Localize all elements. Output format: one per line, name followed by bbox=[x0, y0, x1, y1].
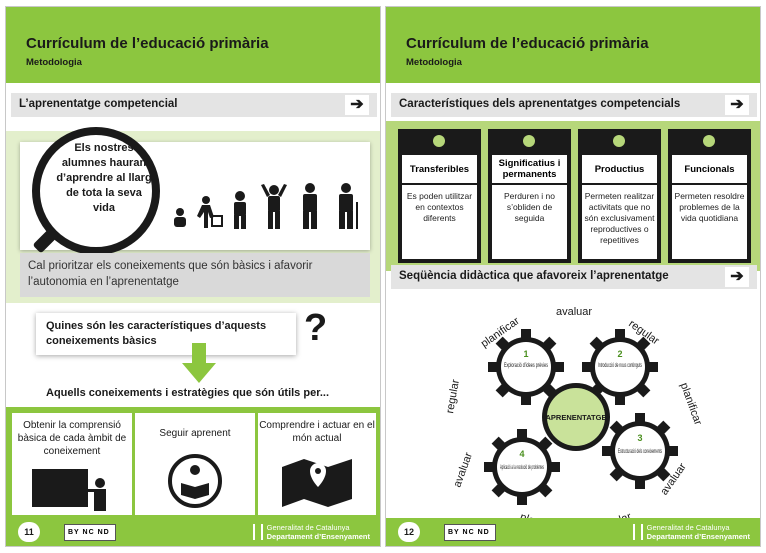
tag-productive: Productius Permeten realitzar activitats… bbox=[578, 129, 661, 263]
generalitat-emblem-icon bbox=[632, 524, 643, 540]
column-text: Comprendre i actuar en el món actual bbox=[259, 420, 375, 444]
page-number: 12 bbox=[398, 522, 420, 542]
life-stages-icon bbox=[174, 183, 358, 229]
tag-hole bbox=[703, 135, 715, 147]
page-title: Currículum de l’educació primària bbox=[406, 35, 649, 52]
org-line1: Generalitat de Catalunya bbox=[646, 523, 730, 532]
arrow-right-icon[interactable]: ➔ bbox=[725, 95, 749, 115]
page-12: Currículum de l’educació primària Metodo… bbox=[385, 6, 761, 547]
tag-title: Productius bbox=[582, 155, 657, 183]
question-mark-icon: ? bbox=[304, 307, 328, 349]
column-text: Seguir aprenent bbox=[159, 428, 231, 439]
section-bar: Seqüència didàctica que afavoreix l’apre… bbox=[391, 265, 757, 289]
gear-number: 3 bbox=[637, 433, 642, 443]
gear-label: Exploració d’idees prèvies bbox=[504, 363, 548, 369]
section-bar: L’aprenentatge competencial ➔ bbox=[11, 93, 377, 117]
tag-description: Permeten resoldre problemes de la vida q… bbox=[672, 185, 747, 259]
section-bar: Característiques dels aprenentatges comp… bbox=[391, 93, 757, 117]
section-title: Característiques dels aprenentatges comp… bbox=[399, 98, 681, 110]
question-box: Quines són les característiques d’aquest… bbox=[36, 313, 296, 355]
page-number: 11 bbox=[18, 522, 40, 542]
gear-number: 1 bbox=[523, 349, 528, 359]
page-footer: 12 BY NC ND Generalitat de Catalunya Dep… bbox=[386, 518, 760, 546]
page-subtitle: Metodologia bbox=[406, 57, 462, 68]
gear-number: 4 bbox=[519, 449, 524, 459]
generalitat-logo: Generalitat de Catalunya Departament d’E… bbox=[252, 523, 370, 541]
tag-hole bbox=[613, 135, 625, 147]
column-comprehension: Obtenir la comprensió bàsica de cada àmb… bbox=[12, 413, 132, 515]
section-title: L’aprenentatge competencial bbox=[19, 98, 178, 110]
page-footer: 11 BY NC ND Generalitat de Catalunya Dep… bbox=[6, 518, 380, 546]
arrow-right-icon[interactable]: ➔ bbox=[725, 267, 749, 287]
org-line2: Departament d’Ensenyament bbox=[646, 532, 750, 541]
arrow-right-icon[interactable]: ➔ bbox=[345, 95, 369, 115]
map-location-icon bbox=[282, 459, 352, 507]
column-understand-world: Comprendre i actuar en el món actual bbox=[258, 413, 376, 515]
page-header: Currículum de l’educació primària Metodo… bbox=[6, 7, 380, 83]
column-text: Obtenir la comprensió bàsica de cada àmb… bbox=[17, 420, 127, 457]
tag-title: Transferibles bbox=[402, 155, 477, 183]
tag-hole bbox=[433, 135, 445, 147]
answer-text: Aquells coneixements i estratègies que s… bbox=[46, 387, 330, 399]
tag-description: Perduren i no s’obliden de seguida bbox=[492, 185, 567, 259]
tag-description: Permeten realitzar activitats que no són… bbox=[582, 185, 657, 259]
section-title: Seqüència didàctica que afavoreix l’apre… bbox=[399, 270, 669, 282]
cycle-word: avaluar bbox=[556, 306, 592, 318]
page-title: Currículum de l’educació primària bbox=[26, 35, 269, 52]
cycle-word: avaluar bbox=[451, 451, 475, 489]
generalitat-emblem-icon bbox=[252, 524, 263, 540]
teacher-board-icon bbox=[32, 469, 106, 511]
lens-text: Els nostres alumnes hauran d’aprendre al… bbox=[56, 142, 152, 214]
reading-person-icon bbox=[168, 454, 222, 508]
tag-meaningful: Significatius i permanents Perduren i no… bbox=[488, 129, 571, 263]
gear-label: Estructuració dels coneixements bbox=[618, 449, 662, 455]
page-header: Currículum de l’educació primària Metodo… bbox=[386, 7, 760, 83]
center-gear-icon bbox=[547, 388, 605, 446]
priority-note: Cal prioritzar els coneixements que són … bbox=[20, 253, 370, 297]
learning-cycle-diagram: APRENENTATGE 1 Exploració d’idees prèvie… bbox=[444, 306, 704, 535]
column-keep-learning: Seguir aprenent bbox=[135, 413, 255, 515]
cycle-word: regular bbox=[444, 378, 462, 414]
org-line2: Departament d’Ensenyament bbox=[266, 532, 370, 541]
cc-license-badge: BY NC ND bbox=[64, 524, 116, 541]
page-subtitle: Metodologia bbox=[26, 57, 82, 68]
generalitat-logo: Generalitat de Catalunya Departament d’E… bbox=[632, 523, 750, 541]
tag-hole bbox=[523, 135, 535, 147]
center-label: APRENENTATGE bbox=[546, 413, 607, 422]
gear-label: Aplicació a la resolució de problemes bbox=[500, 465, 544, 471]
cycle-word: planificar bbox=[678, 381, 704, 427]
tag-title: Significatius i permanents bbox=[492, 155, 567, 183]
gear-number: 2 bbox=[617, 349, 622, 359]
org-line1: Generalitat de Catalunya bbox=[266, 523, 350, 532]
tag-title: Funcionals bbox=[672, 155, 747, 183]
magnifier-icon bbox=[32, 127, 160, 255]
cc-license-badge: BY NC ND bbox=[444, 524, 496, 541]
tag-transferable: Transferibles Es poden utilitzar en cont… bbox=[398, 129, 481, 263]
gear-label: Introducció de nous continguts bbox=[598, 363, 642, 369]
tag-description: Es poden utilitzar en contextos diferent… bbox=[402, 185, 477, 259]
page-11: Currículum de l’educació primària Metodo… bbox=[5, 6, 381, 547]
arrow-down-icon bbox=[182, 343, 216, 383]
tag-functional: Funcionals Permeten resoldre problemes d… bbox=[668, 129, 751, 263]
